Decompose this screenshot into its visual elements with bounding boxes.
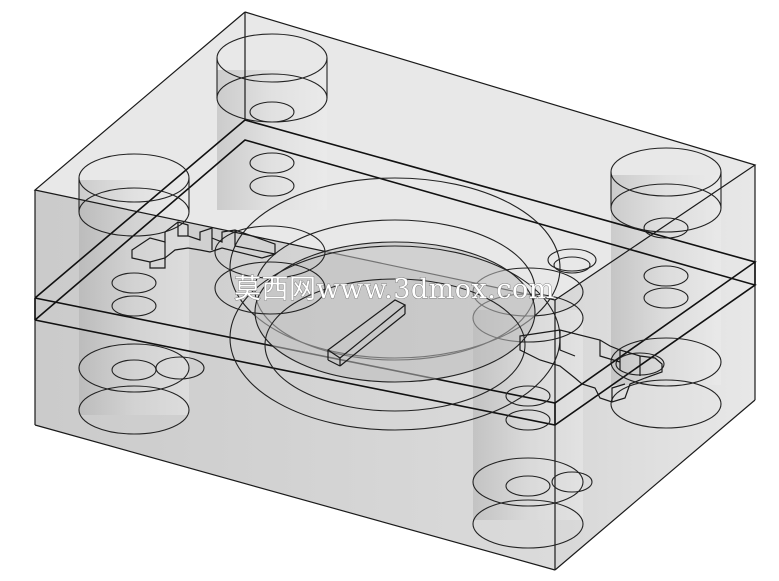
pin-shaft-back-right (611, 175, 721, 385)
bore-back-right (610, 147, 722, 429)
clamp-fixture-left (131, 221, 276, 269)
guide-bores (78, 33, 722, 549)
guide-pin-shafts (79, 70, 721, 520)
cavity-rings (214, 177, 597, 431)
watermark-text: 莫西网www.3dmox.com (234, 274, 555, 305)
bore-front-left (78, 153, 205, 435)
bore-back-left (216, 33, 328, 197)
clamp-fixture-right (519, 329, 663, 403)
pin-shaft-back-left (217, 70, 327, 210)
runner-channel (326, 299, 407, 367)
